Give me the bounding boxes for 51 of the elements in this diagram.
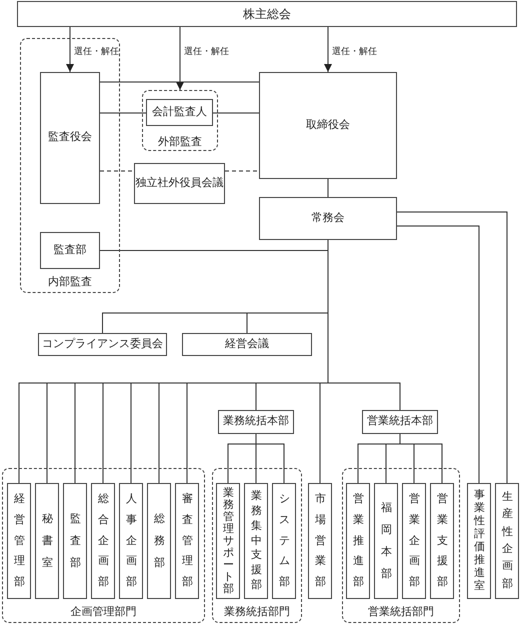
edge-label: 選任・解任 [332, 46, 377, 57]
department-box: 業務集中支援部 [244, 483, 268, 599]
department-box: 営業推進部 [346, 483, 370, 599]
edge-label: 選任・解任 [184, 46, 229, 57]
department-box: 福岡本部 [374, 483, 398, 599]
department-box: 総合企画部 [91, 483, 115, 599]
department-box: 営業企画部 [402, 483, 426, 599]
connector-line [100, 112, 146, 114]
dashed-group-frame [342, 468, 460, 623]
arrow [176, 26, 184, 90]
department-box: 生産性企画部 [495, 483, 519, 599]
dashed-group-frame [2, 468, 205, 623]
group-label: 営業統括部門 [368, 606, 434, 619]
department-box: 市場営業部 [308, 483, 332, 599]
department-box: 秘書室 [35, 483, 59, 599]
connector-line [328, 240, 400, 410]
department-box: 事業性評価推進室 [467, 483, 491, 599]
edge-label: 選任・解任 [74, 46, 119, 57]
connector-line [212, 112, 260, 114]
connector-line [396, 226, 480, 484]
connector-line [396, 212, 508, 484]
arrow [324, 26, 332, 72]
department-box: 営業支援部 [430, 483, 454, 599]
dashed-connector [100, 170, 134, 172]
org-box: 取締役会 [259, 72, 397, 179]
org-box: 経営会議 [182, 333, 312, 356]
org-box: 独立社外役員会議 [134, 163, 225, 204]
department-box: システム部 [272, 483, 296, 599]
dashed-connector [224, 170, 260, 172]
org-box: 株主総会 [17, 1, 517, 27]
department-box: 人事企画部 [119, 483, 143, 599]
group-label: 企画管理部門 [70, 606, 136, 619]
dashed-group-frame [142, 90, 218, 151]
org-box: 会計監査人 [146, 99, 213, 126]
org-box: 営業統括本部 [362, 410, 438, 434]
org-box: 監査部 [40, 232, 100, 269]
org-box: 監査役会 [40, 72, 100, 204]
arrow [66, 26, 74, 72]
group-label: 業務統括部門 [224, 606, 290, 619]
dashed-group-frame [212, 468, 302, 623]
department-box: 総務部 [147, 483, 171, 599]
org-box: コンプライアンス委員会 [38, 333, 167, 356]
group-label: 外部監査 [158, 136, 202, 149]
org-box: 業務統括本部 [218, 410, 294, 434]
dashed-group-frame [20, 38, 120, 293]
department-box: 監査部 [63, 483, 87, 599]
group-label: 内部監査 [48, 276, 92, 289]
department-box: 審査管理部 [175, 483, 199, 599]
department-box: 経営管理部 [7, 483, 31, 599]
department-box: 業務管理サポート部 [216, 483, 240, 599]
org-box: 常務会 [259, 197, 397, 240]
